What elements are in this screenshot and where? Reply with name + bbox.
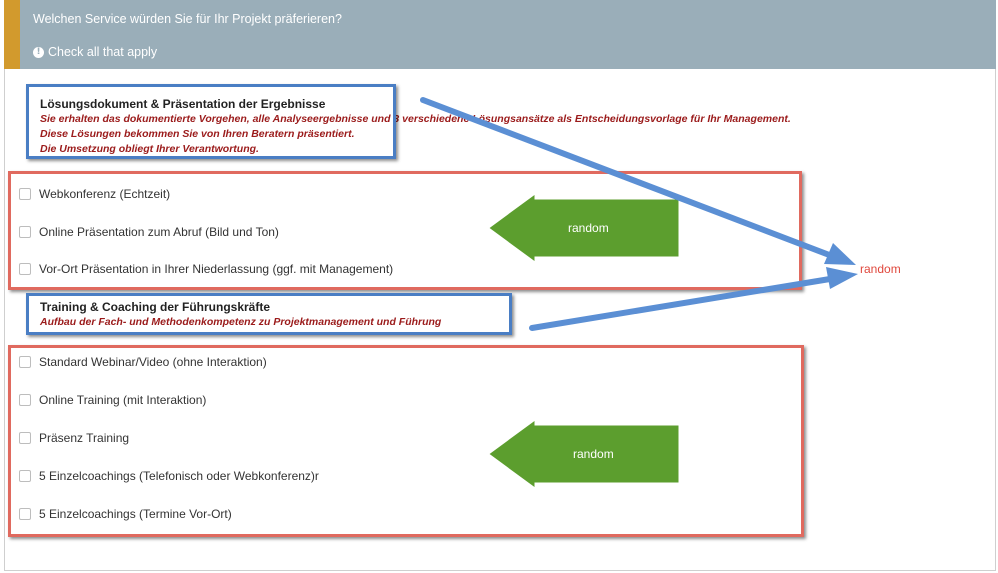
option-einzelcoachings-telefonisch[interactable]: 5 Einzelcoachings (Telefonisch oder Webk…	[19, 469, 319, 483]
section-title: Lösungsdokument & Präsentation der Ergeb…	[40, 97, 326, 111]
checkbox[interactable]	[19, 188, 31, 200]
header-accent-bar	[4, 0, 20, 69]
checkbox[interactable]	[19, 356, 31, 368]
checkbox[interactable]	[19, 470, 31, 482]
arrow-label: random	[573, 447, 614, 461]
option-einzelcoachings-vor-ort[interactable]: 5 Einzelcoachings (Termine Vor-Ort)	[19, 507, 232, 521]
option-label: Online Training (mit Interaktion)	[39, 393, 207, 407]
checkbox[interactable]	[19, 432, 31, 444]
annotation-box-blue-section1	[26, 84, 396, 159]
option-label: Webkonferenz (Echtzeit)	[39, 187, 171, 201]
question-hint: ! Check all that apply	[33, 45, 157, 59]
checkbox[interactable]	[19, 226, 31, 238]
option-label: 5 Einzelcoachings (Termine Vor-Ort)	[39, 507, 232, 521]
option-label: Präsenz Training	[39, 431, 130, 445]
checkbox[interactable]	[19, 508, 31, 520]
info-icon: !	[33, 46, 44, 58]
random-side-label: random	[860, 262, 901, 276]
annotation-box-red-options2	[8, 345, 804, 537]
question-header: Welchen Service würden Sie für Ihr Proje…	[4, 0, 996, 69]
section-title: Training & Coaching der Führungskräfte	[40, 300, 271, 314]
option-label: Vor-Ort Präsentation in Ihrer Niederlass…	[39, 262, 394, 276]
annotation-box-red-options1	[8, 171, 802, 290]
option-online-praesentation[interactable]: Online Präsentation zum Abruf (Bild und …	[19, 225, 279, 239]
option-label: Standard Webinar/Video (ohne Interaktion…	[39, 355, 267, 369]
section-description-line: Die Umsetzung obliegt Ihrer Verantwortun…	[40, 143, 259, 155]
option-webkonferenz[interactable]: Webkonferenz (Echtzeit)	[19, 187, 170, 201]
section-description-line: Aufbau der Fach- und Methodenkompetenz z…	[40, 316, 442, 328]
checkbox[interactable]	[19, 394, 31, 406]
arrow-label: random	[568, 221, 609, 235]
section-description-line: Diese Lösungen bekommen Sie von Ihren Be…	[40, 128, 355, 140]
option-praesenz-training[interactable]: Präsenz Training	[19, 431, 129, 445]
option-label: 5 Einzelcoachings (Telefonisch oder Webk…	[39, 469, 319, 483]
option-standard-webinar[interactable]: Standard Webinar/Video (ohne Interaktion…	[19, 355, 267, 369]
option-online-training[interactable]: Online Training (mit Interaktion)	[19, 393, 206, 407]
option-label: Online Präsentation zum Abruf (Bild und …	[39, 225, 279, 239]
annotation-box-blue-section2	[26, 293, 512, 335]
checkbox[interactable]	[19, 263, 31, 275]
section-heading-training: Training & Coaching der Führungskräfte A…	[40, 300, 441, 330]
option-vor-ort-praesentation[interactable]: Vor-Ort Präsentation in Ihrer Niederlass…	[19, 262, 393, 276]
question-hint-text: Check all that apply	[48, 45, 158, 59]
question-title: Welchen Service würden Sie für Ihr Proje…	[33, 12, 342, 26]
